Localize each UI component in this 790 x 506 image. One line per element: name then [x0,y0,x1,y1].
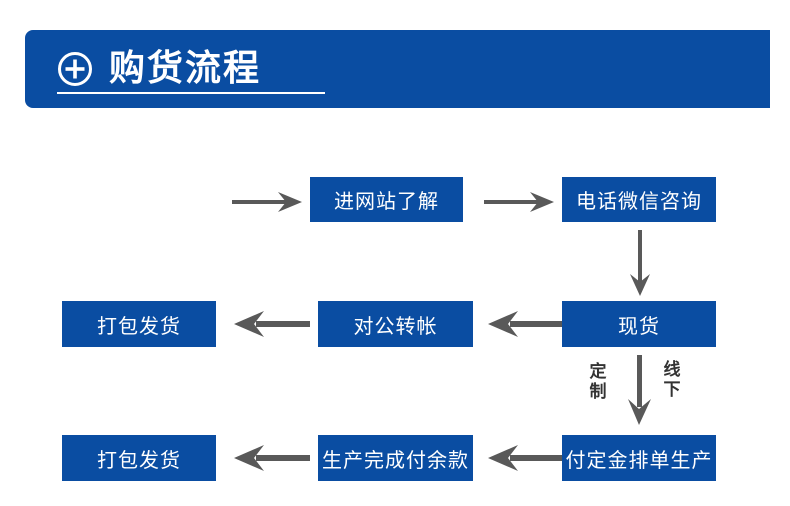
arrow-to-final-payment [486,444,564,476]
arrow-to-website [232,190,304,218]
arrow-to-ship-2 [232,444,310,476]
box-label: 现货 [618,313,660,338]
box-deposit[interactable]: 付定金排单生产 [562,435,716,481]
arrow-instock-to-deposit [626,355,654,431]
arrow-to-consult [484,190,556,218]
box-ship-1[interactable]: 打包发货 [62,301,216,347]
box-label: 生产完成付余款 [322,447,469,472]
arrow-to-ship-1 [232,310,310,342]
box-label: 对公转帐 [353,313,438,338]
box-label: 电话微信咨询 [576,189,702,213]
plus-circle-icon [57,51,93,87]
box-instock[interactable]: 现货 [562,301,716,347]
arrow-consult-to-instock [628,230,652,302]
box-website[interactable]: 进网站了解 [310,177,463,222]
header-banner: 购货流程 [25,30,770,108]
label-offline: 线下 [663,360,681,400]
box-consult[interactable]: 电话微信咨询 [562,177,716,222]
box-transfer[interactable]: 对公转帐 [318,301,473,347]
arrow-to-transfer [486,310,564,342]
box-ship-2[interactable]: 打包发货 [62,435,216,481]
box-label: 付定金排单生产 [565,447,713,472]
title-underline [57,92,325,94]
box-final-payment[interactable]: 生产完成付余款 [318,435,473,481]
box-label: 打包发货 [97,447,181,472]
page-title: 购货流程 [109,48,262,89]
box-label: 打包发货 [97,313,181,338]
box-label: 进网站了解 [334,189,439,213]
label-custom: 定制 [589,362,607,402]
